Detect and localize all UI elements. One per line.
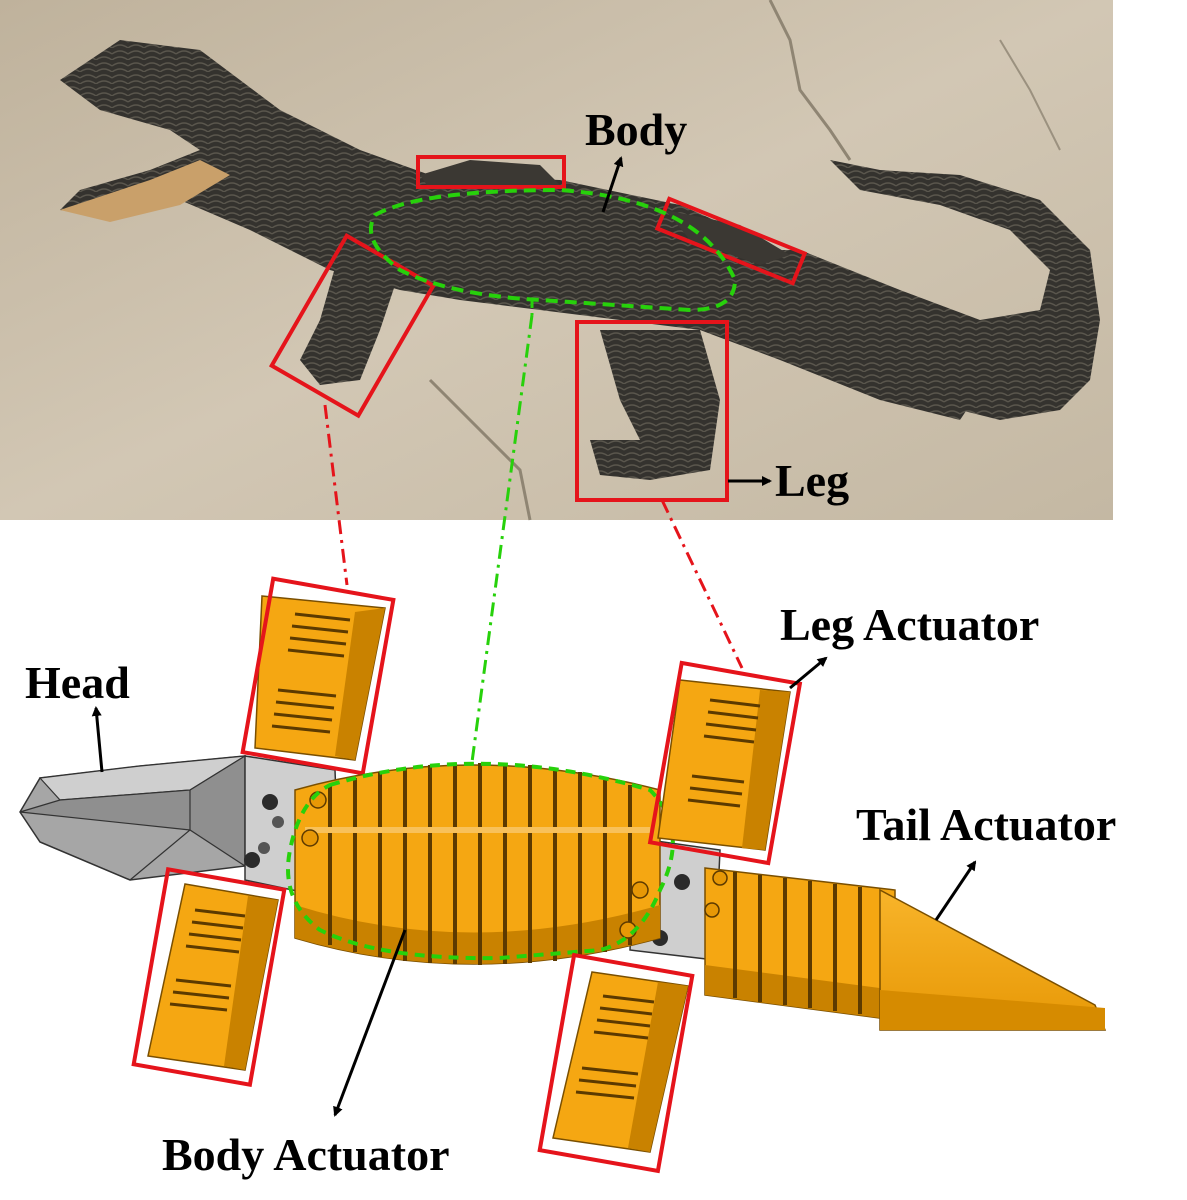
croc-leg-front (300, 250, 400, 385)
label-leg-actuator: Leg Actuator (780, 599, 1039, 650)
soft-robot-model (19, 576, 1107, 1174)
head-arrow (91, 706, 104, 773)
croc-leg-top-right (665, 210, 790, 265)
body-arrow (601, 156, 624, 213)
body-region-outline-model (286, 761, 675, 961)
highlight-box-model-leg-front-top (240, 576, 396, 776)
croc-jaw (60, 160, 230, 222)
rear-leg-actuator-bottom (552, 971, 689, 1153)
highlight-box-top-leg (416, 155, 566, 189)
rear-leg-actuator-top (657, 679, 791, 851)
label-body: Body (585, 104, 687, 155)
ground-crack (428, 378, 532, 521)
tail-actuator (704, 867, 1107, 1031)
croc-body (60, 40, 980, 420)
highlight-box-model-leg-rear-bottom (537, 952, 695, 1174)
croc-leg-rear (590, 330, 720, 480)
label-head: Head (25, 657, 130, 708)
highlight-box-model-leg-front-bottom (131, 866, 287, 1088)
ground-crack (999, 39, 1061, 151)
link-body (470, 314, 534, 763)
body-actuator-arrow (333, 929, 407, 1117)
label-body-actuator: Body Actuator (162, 1129, 450, 1180)
head (19, 754, 246, 881)
front-leg-actuator-top (254, 595, 386, 761)
label-leg: Leg (775, 455, 849, 506)
tail-actuator-arrow (934, 860, 977, 921)
crocodile-photo: Body Leg (0, 0, 1113, 521)
label-tail-actuator: Tail Actuator (856, 799, 1116, 850)
link-rear-leg (660, 499, 744, 669)
croc-tail (720, 160, 1100, 420)
croc-leg-top (420, 160, 560, 190)
crocodile (60, 40, 1100, 480)
front-leg-actuator-bottom (147, 883, 279, 1071)
highlight-box-rear-leg (575, 320, 729, 502)
body-actuator (294, 763, 661, 965)
leg-actuator-arrow (789, 656, 828, 690)
body-region-outline (369, 187, 738, 313)
highlight-box-model-leg-rear-top (647, 660, 803, 866)
ground-crack (768, 0, 852, 161)
link-front-leg (323, 404, 349, 586)
